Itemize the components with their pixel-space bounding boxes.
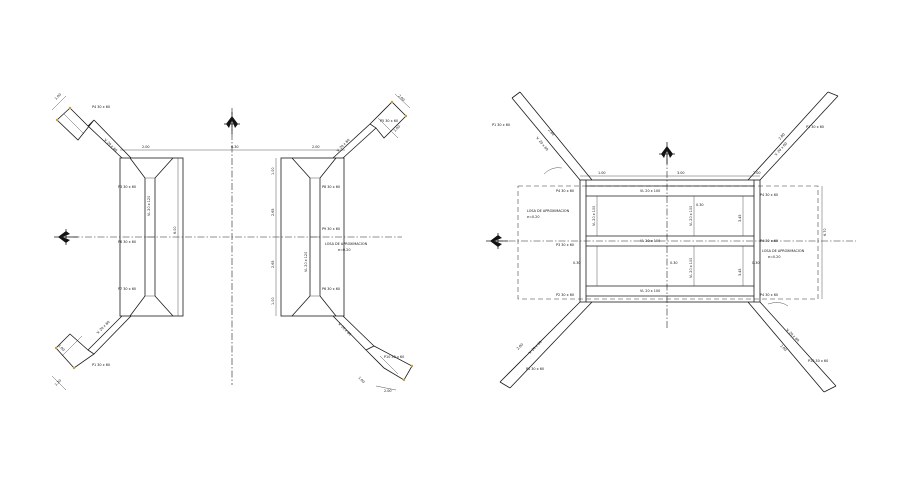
right-p-mid: P9 30 x 60 [322, 227, 340, 231]
ll-bl-dim1: 1.00 [57, 344, 65, 352]
north-arrow-left [224, 112, 240, 134]
left-top-dim-right: 2.00 [312, 145, 320, 149]
left-p-mid: P6 30 x 60 [118, 240, 136, 244]
left-d3: 2.65 [271, 260, 275, 268]
ll-bl-dim2: 1.20 [54, 379, 62, 387]
rr-vs3: VL 20 x 100 [689, 258, 693, 278]
rr-c1: 3.45 [738, 214, 742, 222]
rr-vs2: VL 20 x 100 [689, 206, 693, 226]
ll-tl-dim1: 1.00 [54, 93, 62, 101]
rr-bl-beam: P1 30 x 60 [526, 367, 544, 371]
rr-tl-dim: 2.80 [547, 128, 555, 136]
ll-bl-diag: V. 20 x 60 [96, 320, 111, 335]
left-wingwall-bottom-left: 1.00 P1 30 x 60 V. 20 x 60 1.20 [51, 315, 132, 391]
ll-tr-beam: P5 30 x 60 [380, 119, 398, 123]
ll-bl-beam: P1 30 x 60 [92, 363, 110, 367]
right-wingwall-bottom-right: P10 30 x 60 V. 20 x 60 2.00 [747, 301, 837, 393]
right-abutment: P8 30 x 60 P9 30 x 60 P6 30 x 60 VL 20 x… [271, 157, 368, 317]
rr-bl-dim: 2.80 [516, 343, 524, 351]
rr-s4: 0.30 [696, 203, 704, 207]
rr-br-beam: P10 30 x 60 [808, 359, 828, 363]
rr-p-right-mid: P4 30 x 60 [760, 239, 778, 243]
right-p-bot: P6 30 x 60 [322, 287, 340, 291]
left-d4: 1.00 [271, 297, 275, 305]
ll-br-dim1: 1.00 [357, 376, 365, 384]
rr-top-dim-left: 1.00 [598, 171, 606, 175]
rr-tr-beam: P1 30 x 60 [806, 125, 824, 129]
rr-losa-left-sub: e=0.20 [527, 215, 539, 219]
left-p-bot: P7 30 x 60 [118, 287, 136, 291]
left-plan: 2.00 6.30 2.00 P3 30 x 60 P6 30 x 60 P7 … [51, 93, 414, 393]
right-wingwall-top-right: P1 30 x 60 V. 20 x 60 2.80 [747, 91, 839, 181]
rr-p-left-top: P4 30 x 60 [556, 189, 574, 193]
left-wingwall-top-left: 1.00 P4 30 x 60 V. 20 x 60 [51, 93, 132, 159]
rr-s3: 0.30 [752, 261, 760, 265]
rr-br-dim: 2.00 [779, 344, 787, 352]
left-wingwall-top-right: 2.00 P5 30 x 60 V. 20 x 60 1.00 [332, 93, 411, 159]
rr-bl-diag: V. 20 x 60 [528, 340, 543, 355]
rr-p-left-mid: P3 30 x 60 [556, 243, 574, 247]
rr-v-top: VL 20 x 100 [640, 189, 660, 193]
rr-p-right-bot: P4 30 x 60 [760, 293, 778, 297]
ll-tr-dim1: 2.00 [397, 94, 405, 102]
north-arrow-right [659, 142, 675, 164]
ll-tr-dim2: 1.00 [393, 125, 401, 133]
rr-p-left-bot: P2 30 x 60 [556, 293, 574, 297]
rr-losa-right: LOSA DE APROXIMACION [762, 249, 805, 253]
rr-losa-left: LOSA DE APROXIMACION [527, 209, 570, 213]
ll-tr-diag: V. 20 x 60 [336, 138, 351, 153]
ll-br-diag: V. 20 x 60 [337, 322, 352, 337]
rr-p-right-top: P4 30 x 60 [760, 193, 778, 197]
rr-c2: 3.45 [738, 268, 742, 276]
right-wingwall-bottom-left: P1 30 x 60 V. 20 x 60 2.80 [499, 301, 593, 389]
right-p-top: P8 30 x 60 [322, 185, 340, 189]
rr-s1: 0.30 [573, 261, 581, 265]
left-top-dim-mid: 6.30 [231, 145, 239, 149]
right-wingwall-top-left: P1 30 x 60 V. 20 x 60 2.80 [492, 91, 593, 181]
losa-sub-label: e=0.20 [338, 248, 350, 252]
west-arrow-left [54, 229, 78, 245]
rr-top-dim-right: 2.00 [753, 171, 761, 175]
rr-tl-beam: P1 30 x 60 [492, 123, 510, 127]
left-top-dim-left: 2.00 [142, 145, 150, 149]
left-v-label: VL 20 x 120 [147, 196, 151, 216]
bridge-deck: VL 20 x 100 VL 20 x 100 VL 20 x 100 VL 2… [527, 179, 827, 303]
rr-v-bot: VL 20 x 100 [640, 289, 660, 293]
left-h-label: 6.00 [173, 226, 177, 234]
right-v-label: VL 20 x 120 [304, 252, 308, 272]
left-p-top: P3 30 x 60 [118, 185, 136, 189]
ll-br-beam: P10 30 x 60 [384, 355, 404, 359]
left-abutment: P3 30 x 60 P6 30 x 60 P7 30 x 60 VL 20 x… [118, 157, 184, 317]
rr-tr-dim: 2.80 [778, 132, 786, 140]
approach-slab-outline [517, 185, 819, 300]
losa-label: LOSA DE APROXIMACION [325, 242, 368, 246]
ll-tl-diag: V. 20 x 60 [103, 138, 118, 153]
left-d1: 1.00 [271, 167, 275, 175]
ll-br-dim2: 2.00 [384, 389, 392, 393]
rr-s2: 0.30 [670, 261, 678, 265]
rr-tl-diag: V. 20 x 60 [535, 136, 549, 151]
right-plan: 1.00 3.00 2.00 VL 20 x 100 VL 20 x 100 V… [486, 91, 856, 393]
rr-vs1: VL 20 x 100 [592, 206, 596, 226]
west-arrow-right [486, 233, 508, 249]
ll-tl-beam: P4 30 x 60 [92, 105, 110, 109]
rr-v-mid: VL 20 x 100 [640, 239, 660, 243]
rr-h-right: 6.70 [823, 228, 827, 236]
left-d2: 2.65 [271, 208, 275, 216]
rr-losa-right-sub: e=0.20 [768, 255, 780, 259]
rr-br-diag: V. 20 x 60 [785, 328, 800, 343]
left-wingwall-bottom-right: P10 30 x 60 V. 20 x 60 1.00 2.00 [332, 315, 414, 393]
rr-top-dim-mid: 3.00 [677, 171, 685, 175]
